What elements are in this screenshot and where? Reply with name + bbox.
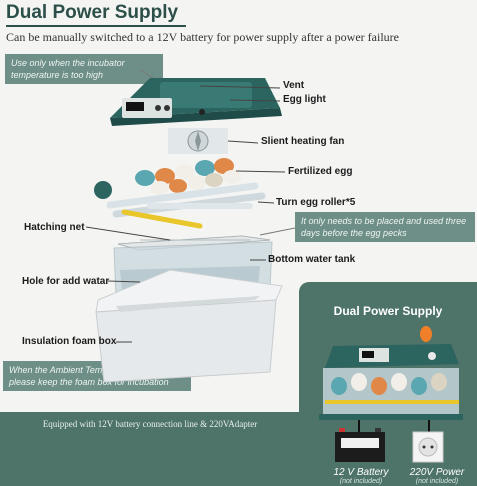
battery-icon [335, 428, 385, 462]
page-subtitle: Can be manually switched to a 12V batter… [6, 30, 399, 44]
dual-power-panel: Dual Power Supply [299, 282, 477, 486]
incubator-lid [110, 78, 282, 126]
accessories-text: Equipped with 12V battery connection lin… [42, 419, 258, 429]
note-temperature-high: Use only when the incubator temperature … [5, 54, 163, 84]
label-water-tank: Bottom water tank [268, 254, 356, 265]
accessories-band [0, 412, 300, 486]
foam-box [95, 269, 283, 383]
label-foam-box: Insulation foam box [22, 336, 117, 347]
power-switch-light-icon [420, 326, 432, 342]
heating-fan [168, 128, 228, 154]
wall-outlet-icon [412, 431, 444, 463]
label-fertilized-egg: Fertilized egg [288, 166, 353, 177]
battery-label: 12 V Battery [333, 467, 389, 478]
power-label: 220V Power [409, 467, 465, 478]
note-hatching-net: It only needs to be placed and used thre… [295, 212, 475, 242]
egg-rollers [94, 181, 266, 229]
power-sublabel: (not included) [415, 478, 459, 485]
panel-incubator [319, 326, 463, 420]
eggs-row [135, 158, 241, 195]
page-title: Dual Power Supply [6, 2, 179, 23]
label-hatching-net: Hatching net [24, 222, 85, 233]
label-egg-light: Egg light [283, 94, 326, 105]
label-egg-roller: Turn egg roller*5 [276, 197, 356, 208]
panel-title: Dual Power Supply [333, 304, 443, 318]
label-vent: Vent [283, 80, 305, 91]
panel-illustration [319, 326, 463, 463]
label-water-hole: Hole for add watar [22, 276, 110, 287]
title-underline [6, 25, 186, 27]
battery-sublabel: (not included) [339, 478, 383, 485]
label-heating-fan: Slient heating fan [261, 136, 345, 147]
